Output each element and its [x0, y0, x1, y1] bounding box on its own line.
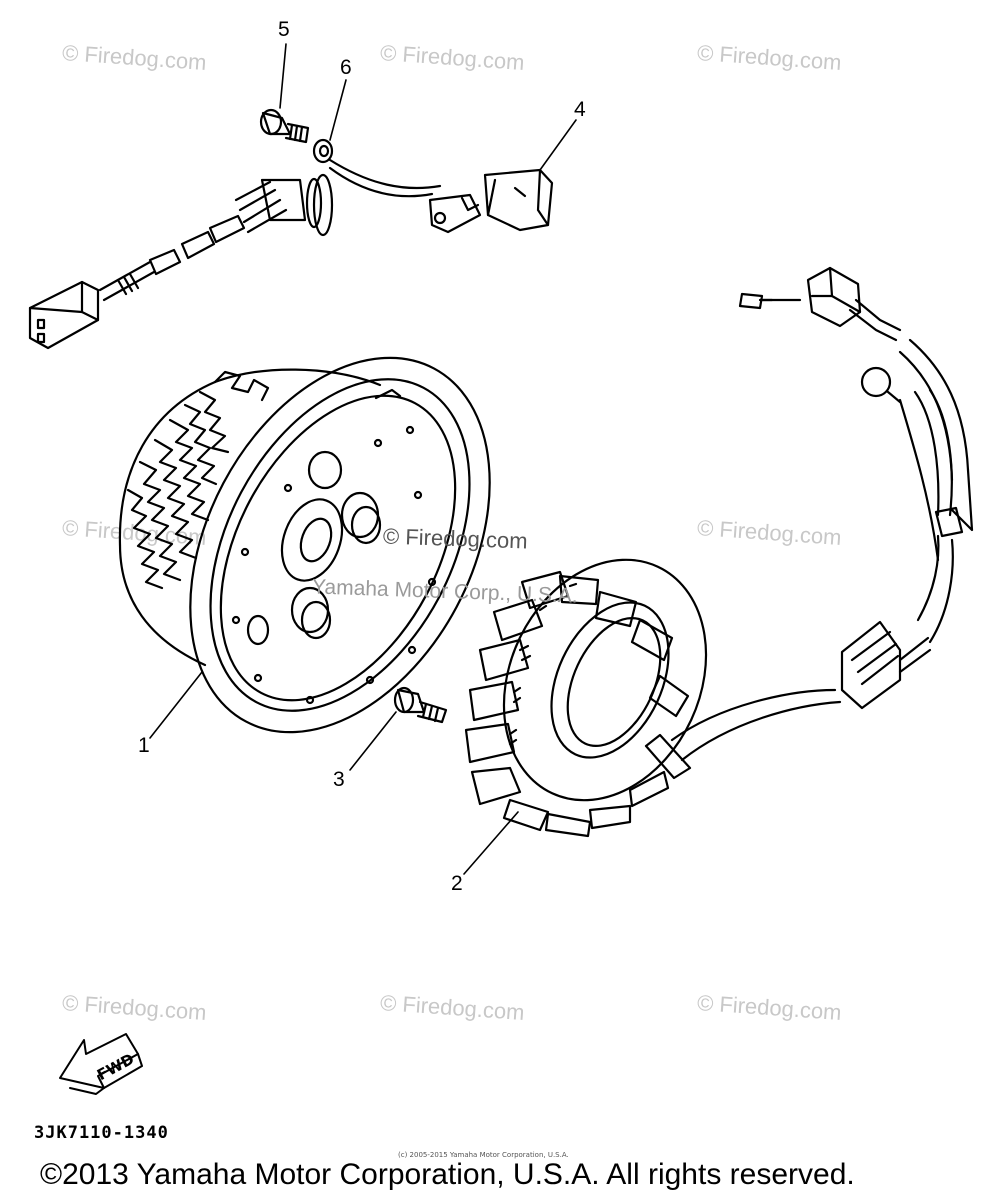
drawing-number: 3JK7110-1340 — [34, 1123, 169, 1143]
callout-2: 2 — [451, 872, 463, 895]
center-watermark: © Firedog.com — [382, 523, 529, 554]
callout-1: 1 — [138, 734, 150, 757]
part-6-washer — [312, 138, 334, 164]
part-5-bolt — [259, 108, 310, 144]
copyright-notice: ©2013 Yamaha Motor Corporation, U.S.A. A… — [40, 1158, 855, 1191]
leader-lines — [149, 43, 577, 875]
part-1-flywheel-rotor — [118, 356, 491, 734]
part-2-stator — [464, 266, 974, 838]
fine-print: (c) 2005-2015 Yamaha Motor Corporation, … — [398, 1151, 569, 1159]
part-3-screw — [393, 686, 448, 724]
callout-6: 6 — [340, 56, 352, 79]
callout-5: 5 — [278, 18, 290, 41]
fwd-arrow-icon — [59, 1033, 143, 1095]
callout-4: 4 — [574, 98, 586, 121]
part-4-pickup-coil — [28, 158, 554, 350]
callout-3: 3 — [333, 768, 345, 791]
